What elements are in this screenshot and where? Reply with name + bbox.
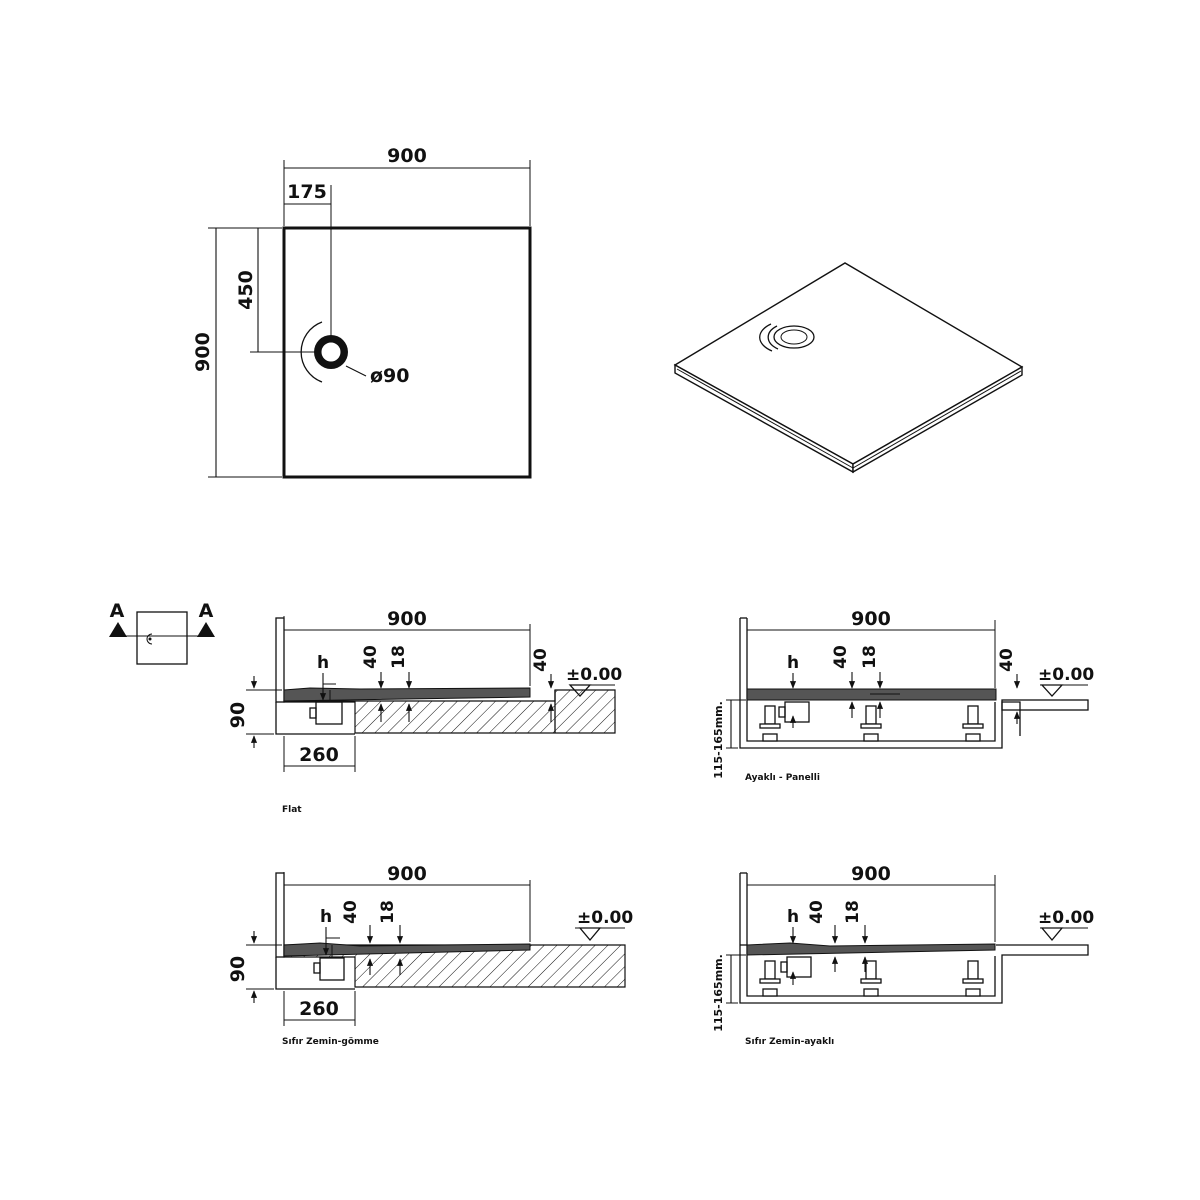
section-ayakli-18-label: 18 xyxy=(843,900,863,924)
section-panelli-h-label: h xyxy=(787,653,799,673)
section-sifir-ayakli: 900 h 40 18 ±0.00 115-165mm. Sıfır Zemin… xyxy=(712,863,1094,1047)
section-ayakli-level-label: ±0.00 xyxy=(1038,908,1094,928)
section-flat-level-label: ±0.00 xyxy=(566,665,622,685)
section-gomme-caption: Sıfır Zemin-gömme xyxy=(282,1037,379,1047)
tray-profile-sifir-ayakli xyxy=(746,942,996,956)
tray-profile-flat xyxy=(283,687,531,702)
section-gomme-h-label: h xyxy=(320,907,332,927)
section-panelli-width-label: 900 xyxy=(851,608,891,630)
section-gomme-trap-label: 260 xyxy=(299,998,339,1020)
section-ayakli-panelli: 900 h 40 18 40 ±0.00 115-165mm. Ayaklı -… xyxy=(712,608,1094,783)
section-key: A A xyxy=(109,600,215,665)
section-key-box xyxy=(136,611,188,665)
section-panelli-right-40-label: 40 xyxy=(997,648,1017,672)
section-panelli-caption: Ayaklı - Panelli xyxy=(745,773,820,783)
section-gomme-40-label: 40 xyxy=(341,900,361,924)
plan-height-label: 900 xyxy=(192,332,214,372)
section-ayakli-height-range-label: 115-165mm. xyxy=(712,954,725,1032)
section-ayakli-width-label: 900 xyxy=(851,863,891,885)
tray-profile-sifir-gomme xyxy=(283,942,531,957)
section-flat: 900 h 40 18 40 ±0.00 90 260 Flat xyxy=(227,608,622,815)
section-ayakli-40-label: 40 xyxy=(807,900,827,924)
plan-view: 900 175 900 450 ø90 xyxy=(192,145,532,479)
section-gomme-18-label: 18 xyxy=(378,900,398,924)
section-arrow-left-icon xyxy=(109,622,127,637)
section-panelli-18-label: 18 xyxy=(860,645,880,669)
isometric-view xyxy=(673,262,1024,474)
section-marker-left: A xyxy=(110,600,125,622)
drain-offset-x-label: 175 xyxy=(287,181,327,203)
section-flat-width-label: 900 xyxy=(387,608,427,630)
section-flat-right-40-label: 40 xyxy=(531,648,551,672)
section-marker-right: A xyxy=(199,600,214,622)
drain-arc xyxy=(300,321,323,383)
section-flat-40-label: 40 xyxy=(361,645,381,669)
drain-offset-y-label: 450 xyxy=(235,270,257,310)
section-ayakli-h-label: h xyxy=(787,907,799,927)
section-gomme-depth-label: 90 xyxy=(227,956,249,982)
section-gomme-level-label: ±0.00 xyxy=(577,908,633,928)
section-panelli-height-range-label: 115-165mm. xyxy=(712,701,725,779)
section-panelli-40-label: 40 xyxy=(831,645,851,669)
plan-width-label: 900 xyxy=(387,145,427,167)
section-flat-depth-label: 90 xyxy=(227,702,249,728)
section-sifir-gomme: 900 h 40 18 ±0.00 90 260 Sıfır Zemin-göm… xyxy=(227,863,633,1047)
section-flat-caption: Flat xyxy=(282,805,302,815)
section-panelli-level-label: ±0.00 xyxy=(1038,665,1094,685)
section-flat-h-label: h xyxy=(317,653,329,673)
section-flat-18-label: 18 xyxy=(389,645,409,669)
drain-icon-iso xyxy=(773,325,815,349)
section-flat-trap-label: 260 xyxy=(299,744,339,766)
section-ayakli-caption: Sıfır Zemin-ayaklı xyxy=(745,1037,834,1047)
section-arrow-right-icon xyxy=(197,622,215,637)
drain-diameter-label: ø90 xyxy=(370,365,410,387)
section-gomme-width-label: 900 xyxy=(387,863,427,885)
